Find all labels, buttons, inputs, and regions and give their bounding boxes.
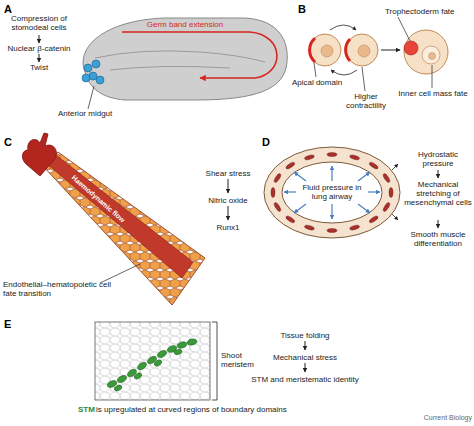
- heart: [22, 133, 56, 176]
- caption-note: is upregulated at curved regions of boun…: [96, 405, 336, 414]
- flow-arrow: [39, 35, 40, 43]
- stretch-arrow: [392, 214, 398, 220]
- flow-arrow: [228, 179, 229, 193]
- nucleus: [358, 45, 370, 57]
- panel-letter: E: [4, 318, 18, 331]
- rotation-arrow: [331, 70, 357, 75]
- trophectoderm-cell: [404, 41, 418, 55]
- process-step: Nuclear β-catenin: [3, 44, 75, 53]
- panel-letter: D: [262, 136, 276, 149]
- part-label: Endothelial–hematopoietic cell fate tran…: [3, 280, 113, 298]
- node-text: Germ band extension: [130, 20, 240, 29]
- embryo-outline: Germ band extension: [75, 12, 290, 104]
- stm-cells: [106, 338, 197, 392]
- panel-letter: C: [4, 136, 18, 149]
- flow-arrow: [39, 54, 40, 62]
- flow-arrow: [381, 50, 400, 51]
- leader-line: [314, 63, 316, 77]
- vessel-lumen: [46, 155, 193, 278]
- apical-domain: [310, 38, 315, 62]
- process-step: STM and meristematic identity: [250, 375, 360, 384]
- process-step: Runx1: [196, 223, 260, 232]
- cell: [346, 34, 378, 66]
- process-step: Compression of stomodeal cells: [3, 14, 75, 32]
- inner-cell: [422, 46, 440, 64]
- nucleus: [321, 45, 333, 57]
- part-label: Anterior midgut: [58, 109, 138, 118]
- leader-line: [432, 65, 433, 88]
- flow-arrow: [438, 220, 439, 228]
- process-step: Hydrostatic pressure: [404, 150, 472, 168]
- nucleus: [429, 53, 436, 60]
- part-label: Apical domain: [288, 78, 346, 87]
- part-label: Inner cell mass fate: [396, 89, 470, 98]
- node-text: Fluid pressure in lung airway: [297, 183, 367, 201]
- part-label: Trophectoderm fate: [385, 7, 473, 16]
- flow-arrow: [305, 341, 306, 350]
- process-step: Nitric oxide: [196, 196, 260, 205]
- leader-line: [362, 67, 365, 91]
- process-step: Mechanical stretching of mesenchymal cel…: [404, 180, 472, 208]
- flow-label: Haemodynamic flow: [65, 170, 131, 229]
- meristem-tissue: [95, 322, 210, 400]
- process-step: Shear stress: [196, 169, 260, 178]
- gene-name: STM: [78, 405, 98, 414]
- lung-airway: Fluid pressure in lung airway: [262, 145, 402, 240]
- process-step: Smooth muscle differentiation: [404, 230, 472, 248]
- process-step: Tissue folding: [250, 331, 360, 340]
- cell: [309, 34, 341, 66]
- process-step: Mechanical stress: [250, 353, 360, 362]
- part-label: Shoot meristem: [221, 351, 266, 369]
- part-label: Higher contractility: [336, 92, 396, 110]
- panel-c-art: [22, 133, 228, 305]
- apical-domain: [346, 39, 350, 61]
- flow-arrow: [305, 363, 306, 372]
- journal-watermark: Current Biology: [398, 414, 472, 422]
- leader-line: [88, 86, 94, 109]
- stretch-arrow: [392, 164, 398, 170]
- panel-letter: A: [4, 3, 18, 16]
- rotation-arrow: [330, 25, 356, 30]
- cell: [404, 30, 448, 74]
- flow-arrow: [438, 170, 439, 178]
- panel-letter: B: [298, 3, 312, 16]
- bracket: [212, 322, 217, 400]
- flow-arrow: [228, 206, 229, 220]
- process-step: Twist: [3, 63, 75, 72]
- leader-line: [398, 17, 410, 41]
